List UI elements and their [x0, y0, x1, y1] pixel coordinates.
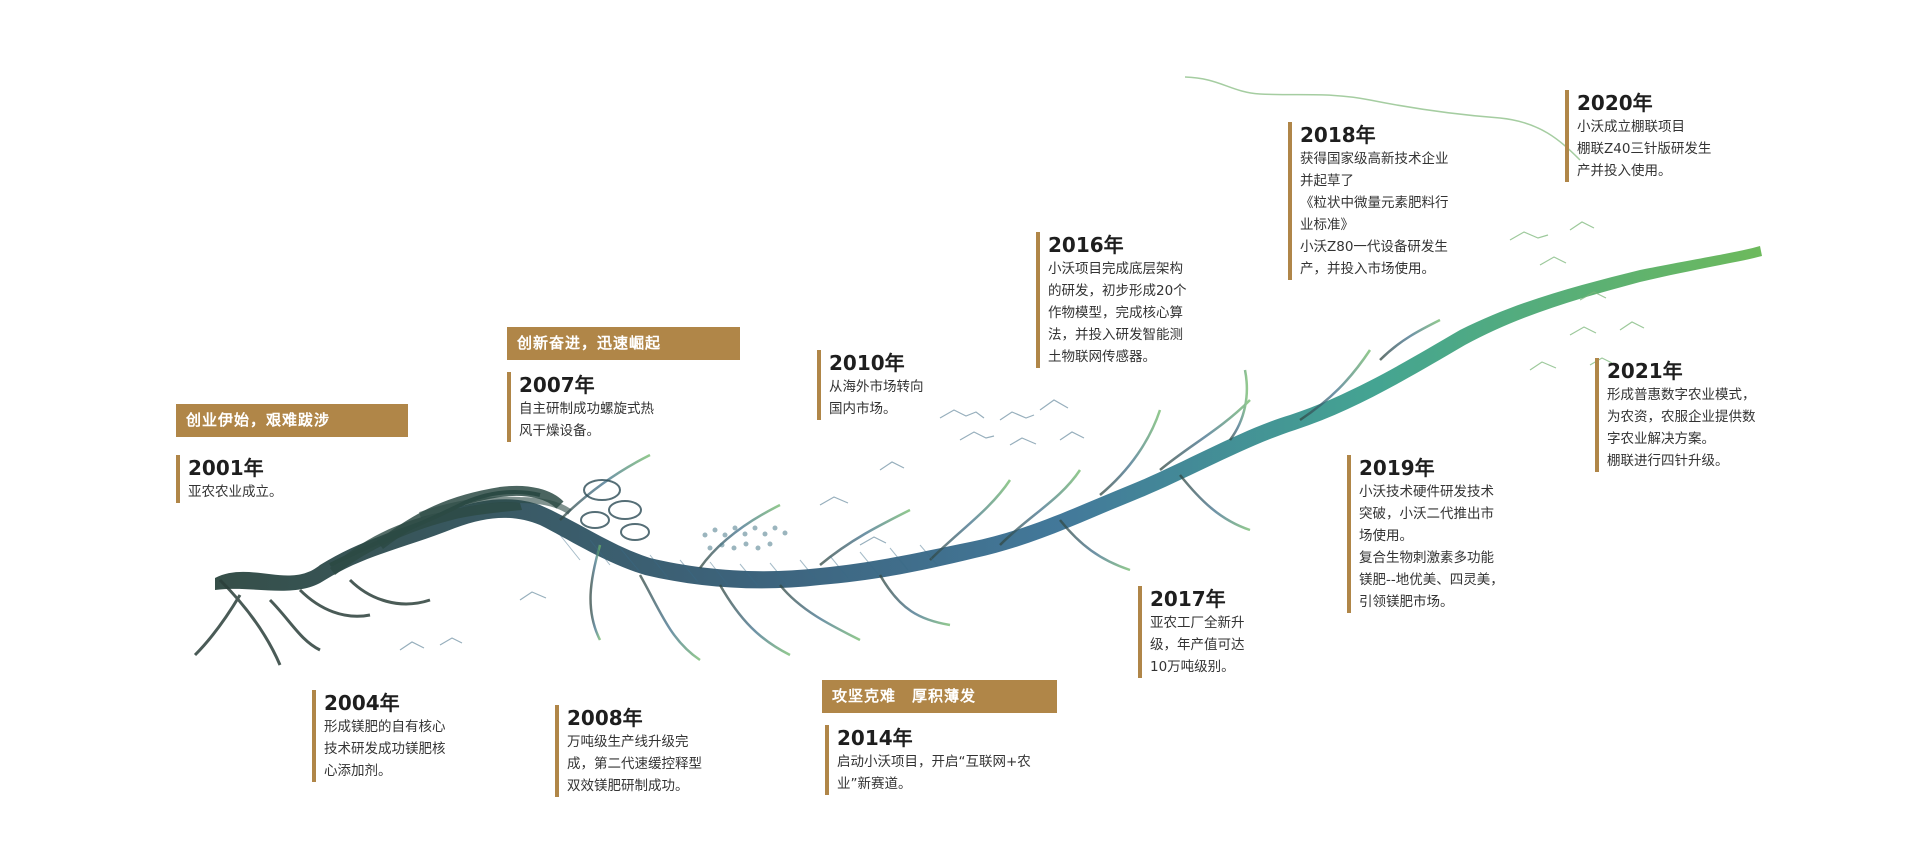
main-river	[215, 246, 1762, 591]
event-desc: 获得国家级高新技术企业 并起草了 《粒状中微量元素肥料行 业标准》 小沃Z80一…	[1300, 151, 1449, 277]
event-year: 2019年	[1359, 456, 1435, 480]
phase-banner-1: 创业伊始，艰难跋涉	[176, 404, 408, 437]
event-year: 2017年	[1150, 587, 1226, 611]
event-2017: 2017年 亚农工厂全新升 级，年产值可达 10万吨级别。	[1138, 586, 1338, 678]
event-year: 2016年	[1048, 233, 1124, 257]
event-year: 2008年	[567, 706, 643, 730]
event-desc: 小沃技术硬件研发技术 突破，小沃二代推出市 场使用。 复合生物刺激素多功能 镁肥…	[1359, 484, 1504, 610]
phase-banner-3: 攻坚克难 厚积薄发	[822, 680, 1057, 713]
event-year: 2007年	[519, 373, 595, 397]
event-desc: 形成普惠数字农业模式， 为农资，农服企业提供数 字农业解决方案。 棚联进行四针升…	[1607, 387, 1756, 469]
event-year: 2014年	[837, 726, 913, 750]
event-2004: 2004年 形成镁肥的自有核心 技术研发成功镁肥核 心添加剂。	[312, 690, 532, 782]
event-desc: 自主研制成功螺旋式热 风干燥设备。	[519, 401, 654, 439]
upstream-line	[1184, 76, 1581, 161]
event-year: 2004年	[324, 691, 400, 715]
event-2008: 2008年 万吨级生产线升级完 成，第二代速缓控释型 双效镁肥研制成功。	[555, 705, 785, 797]
event-2010: 2010年 从海外市场转向 国内市场。	[817, 350, 1017, 420]
event-2019: 2019年 小沃技术硬件研发技术 突破，小沃二代推出市 场使用。 复合生物刺激素…	[1347, 455, 1577, 613]
event-year: 2020年	[1577, 91, 1653, 115]
event-2001: 2001年 亚农农业成立。	[176, 455, 376, 503]
event-year: 2001年	[188, 456, 264, 480]
event-desc: 亚农农业成立。	[188, 484, 283, 500]
event-2021: 2021年 形成普惠数字农业模式， 为农资，农服企业提供数 字农业解决方案。 棚…	[1595, 358, 1825, 472]
event-desc: 小沃成立棚联项目 棚联Z40三针版研发生 产并投入使用。	[1577, 119, 1712, 179]
event-desc: 形成镁肥的自有核心 技术研发成功镁肥核 心添加剂。	[324, 719, 446, 779]
event-desc: 启动小沃项目，开启“互联网+农 业”新赛道。	[837, 754, 1031, 792]
event-2018: 2018年 获得国家级高新技术企业 并起草了 《粒状中微量元素肥料行 业标准》 …	[1288, 122, 1518, 280]
event-2007: 2007年 自主研制成功螺旋式热 风干燥设备。	[507, 372, 737, 442]
event-2016: 2016年 小沃项目完成底层架构 的研发，初步形成20个 作物模型，完成核心算 …	[1036, 232, 1246, 368]
event-year: 2010年	[829, 351, 905, 375]
event-desc: 亚农工厂全新升 级，年产值可达 10万吨级别。	[1150, 615, 1245, 675]
event-2020: 2020年 小沃成立棚联项目 棚联Z40三针版研发生 产并投入使用。	[1565, 90, 1785, 182]
event-desc: 万吨级生产线升级完 成，第二代速缓控释型 双效镁肥研制成功。	[567, 734, 702, 794]
phase-banner-2: 创新奋进，迅速崛起	[507, 327, 740, 360]
event-2014: 2014年 启动小沃项目，开启“互联网+农 业”新赛道。	[825, 725, 1085, 795]
event-desc: 小沃项目完成底层架构 的研发，初步形成20个 作物模型，完成核心算 法，并投入研…	[1048, 261, 1187, 365]
event-year: 2018年	[1300, 123, 1376, 147]
event-year: 2021年	[1607, 359, 1683, 383]
event-desc: 从海外市场转向 国内市场。	[829, 379, 924, 417]
